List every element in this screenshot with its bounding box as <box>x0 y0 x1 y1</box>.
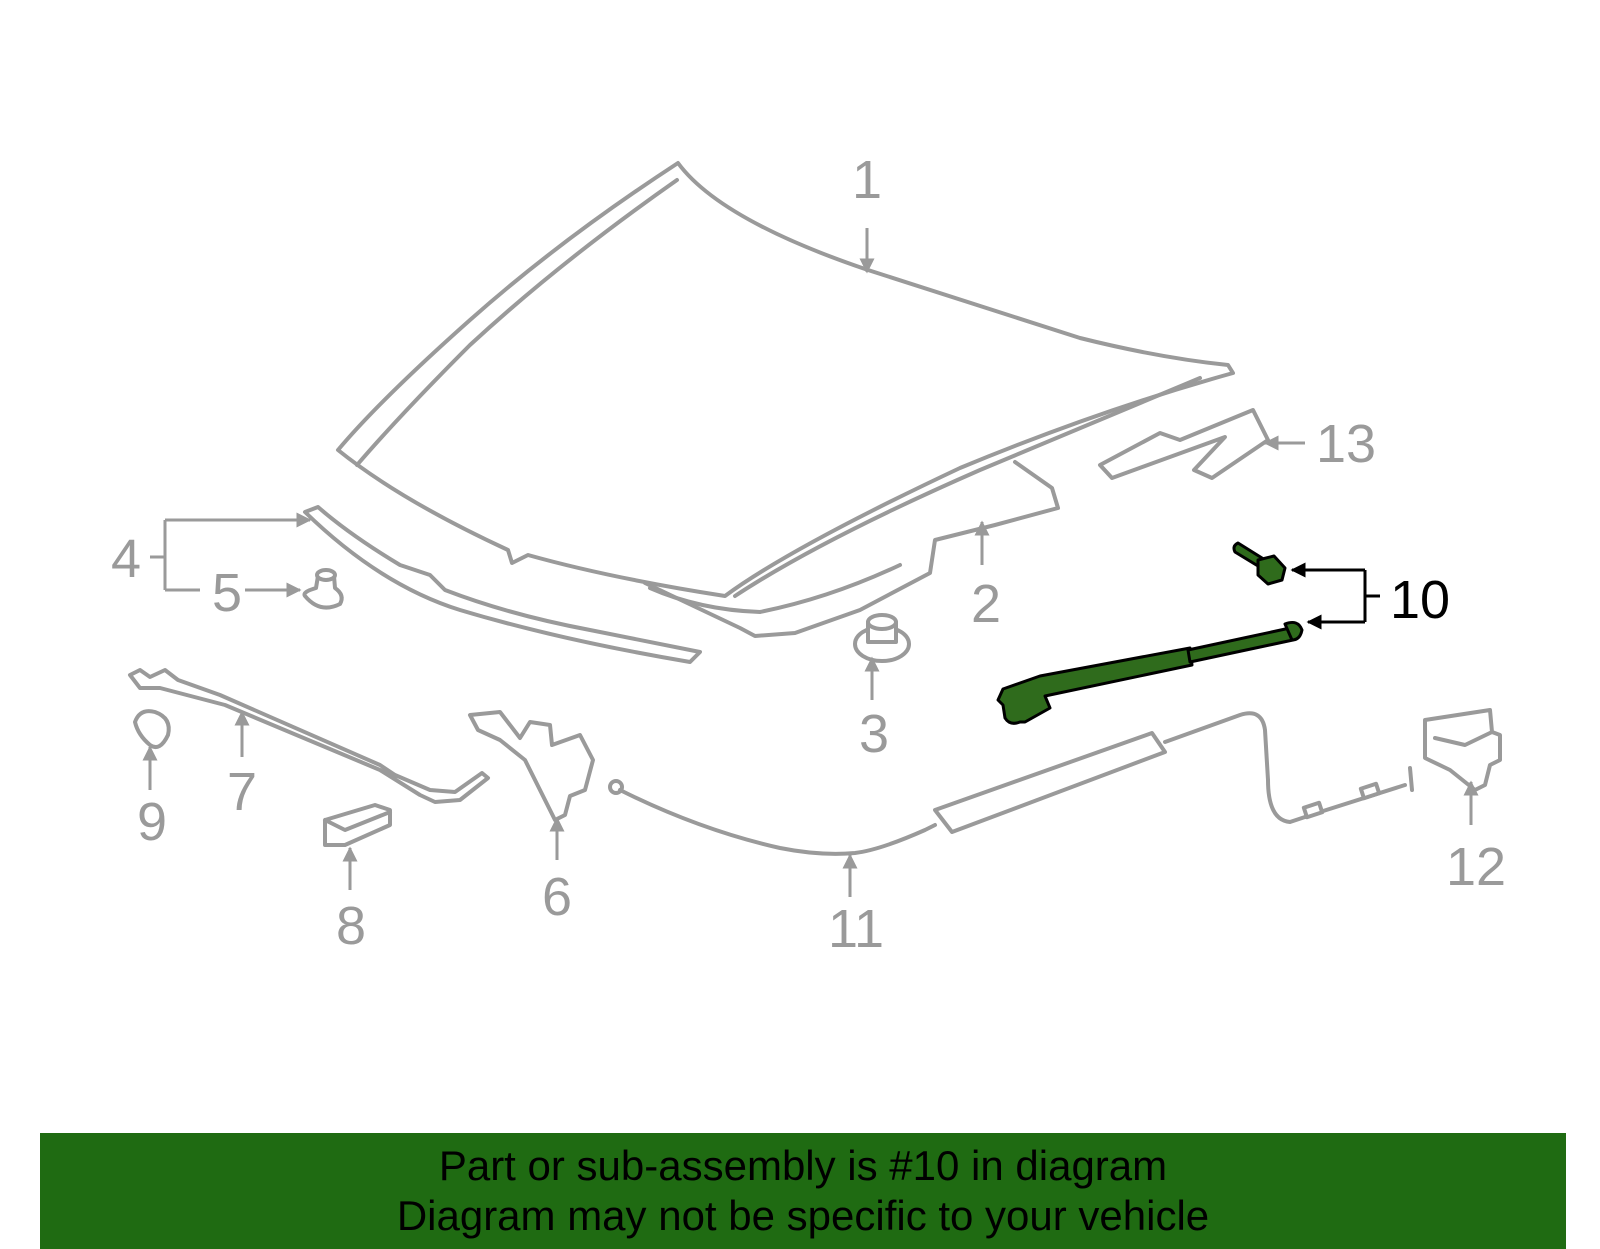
callout-9: 9 <box>137 792 167 852</box>
callout-7: 7 <box>227 762 257 822</box>
banner-line-1: Part or sub-assembly is #10 in diagram <box>438 1142 1168 1189</box>
hood-weatherstrip[interactable] <box>303 505 702 664</box>
hood-cushion[interactable] <box>853 613 911 663</box>
callout-1: 1 <box>852 150 882 210</box>
hood-bracket[interactable] <box>1098 408 1270 480</box>
callout-13: 13 <box>1316 414 1376 474</box>
callout-6: 6 <box>542 867 572 927</box>
hood-inner-panel[interactable] <box>643 460 1060 638</box>
info-banner: Part or sub-assembly is #10 in diagram D… <box>40 1133 1566 1249</box>
hood-panel[interactable] <box>336 161 1235 598</box>
bracket-4 <box>150 520 167 590</box>
hinge-bracket[interactable] <box>323 803 392 847</box>
release-cable[interactable] <box>608 711 1414 856</box>
callout-2: 2 <box>971 574 1001 634</box>
bracket-10 <box>1363 570 1380 622</box>
lift-support-bolt[interactable] <box>1232 541 1287 586</box>
callout-10: 10 <box>1390 570 1450 630</box>
bumper-stop[interactable] <box>302 568 344 610</box>
latch-bracket[interactable] <box>468 710 595 822</box>
retaining-clip[interactable] <box>133 709 171 749</box>
callout-3: 3 <box>859 704 889 764</box>
callout-4: 4 <box>111 529 141 589</box>
hood-latch[interactable] <box>1423 708 1502 792</box>
seal-strip[interactable] <box>128 668 490 804</box>
callout-8: 8 <box>336 896 366 956</box>
callout-11: 11 <box>828 899 884 959</box>
callout-5: 5 <box>212 563 242 623</box>
callout-12: 12 <box>1446 837 1506 897</box>
banner-line-2: Diagram may not be specific to your vehi… <box>396 1192 1210 1239</box>
hood-lift-support[interactable] <box>996 621 1304 725</box>
